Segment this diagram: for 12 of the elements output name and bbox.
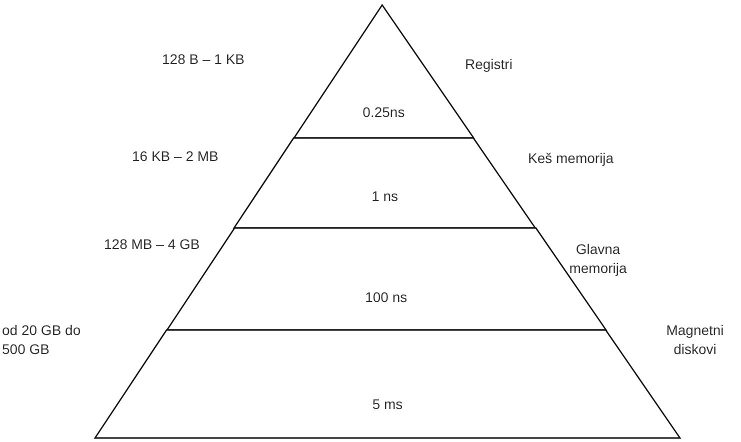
memory-level-label: Magnetni diskovi <box>665 321 725 359</box>
memory-level-label: Keš memorija <box>528 149 615 168</box>
capacity-label: 128 MB – 4 GB <box>104 235 201 254</box>
access-time: 5 ms <box>371 396 404 413</box>
capacity-label: od 20 GB do 500 GB <box>2 321 82 359</box>
capacity-label: 128 B – 1 KB <box>162 50 246 69</box>
access-time: 1 ns <box>370 188 400 205</box>
access-time: 100 ns <box>364 289 408 306</box>
capacity-label: 16 KB – 2 MB <box>132 147 220 166</box>
memory-level-label: Glavna memorija <box>568 240 628 278</box>
access-time: 0.25ns <box>362 104 406 121</box>
memory-level-label: Registri <box>465 55 514 74</box>
